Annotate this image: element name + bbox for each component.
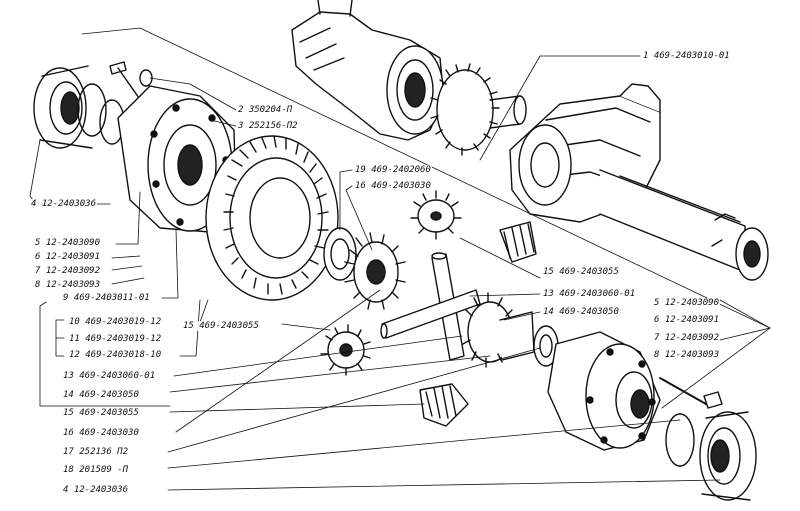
callout-19: 19 469-2402060 <box>354 165 432 175</box>
callout-7b: 7 12-2403092 <box>653 333 721 343</box>
callout-4b: 4 12-2403036 <box>62 485 130 495</box>
callout-13b: 13 469-2403060-01 <box>542 289 637 299</box>
callout-11: 11 469-2403019-12 <box>68 334 163 344</box>
thrust-washer-right-drawing <box>533 325 559 367</box>
callout-4a: 4 12-2403036 <box>30 199 98 209</box>
callout-9: 9 469-2403011-01 <box>62 293 151 303</box>
diff-case-left-drawing <box>117 85 237 233</box>
callout-15a: 15 469-2403055 <box>62 408 140 418</box>
axle-housing-drawing <box>291 0 769 281</box>
callout-15b: 15 469-2403055 <box>182 321 260 331</box>
callout-6b: 6 12-2403091 <box>653 315 721 325</box>
pinion-gear-mid-drawing <box>320 324 371 376</box>
callout-8b: 8 12-2403093 <box>653 350 721 360</box>
pinion-gear-top-drawing <box>410 190 462 240</box>
callout-14a: 14 469-2403050 <box>62 390 140 400</box>
callout-5b: 5 12-2403090 <box>653 298 721 308</box>
diff-case-right-drawing <box>547 331 723 451</box>
callout-16b: 16 469-2403030 <box>354 181 432 191</box>
callout-7a: 7 12-2403092 <box>34 266 102 276</box>
pinion-gear-right-drawing <box>499 221 537 263</box>
callout-16a: 16 469-2403030 <box>62 428 140 438</box>
callout-6a: 6 12-2403091 <box>34 252 102 262</box>
callout-12: 12 469-2403018-10 <box>68 350 163 360</box>
side-gear-left-drawing <box>344 232 406 310</box>
callout-5a: 5 12-2403090 <box>34 238 102 248</box>
thrust-washer-drawing <box>323 227 357 281</box>
callout-14b: 14 469-2403050 <box>542 307 620 317</box>
callout-18: 18 201509 -П <box>62 465 130 475</box>
pinion-gear-low-drawing <box>419 383 469 427</box>
callout-15c: 15 469-2403055 <box>542 267 620 277</box>
callout-10: 10 469-2403019-12 <box>68 317 163 327</box>
side-gear-right-drawing <box>462 292 535 368</box>
callout-13a: 13 469-2403060-01 <box>62 371 157 381</box>
bearing-right-drawing <box>665 411 757 501</box>
ring-gear-drawing <box>205 135 339 301</box>
callout-17: 17 252136 П2 <box>62 447 130 457</box>
callout-1: 1 469-2403010-01 <box>642 51 731 61</box>
callout-8a: 8 12-2403093 <box>34 280 102 290</box>
callout-2: 2 350204-П <box>237 105 294 115</box>
cross-shaft-drawing <box>380 252 481 361</box>
callout-3: 3 252156-П2 <box>237 121 299 131</box>
bearing-left-drawing <box>33 65 107 149</box>
